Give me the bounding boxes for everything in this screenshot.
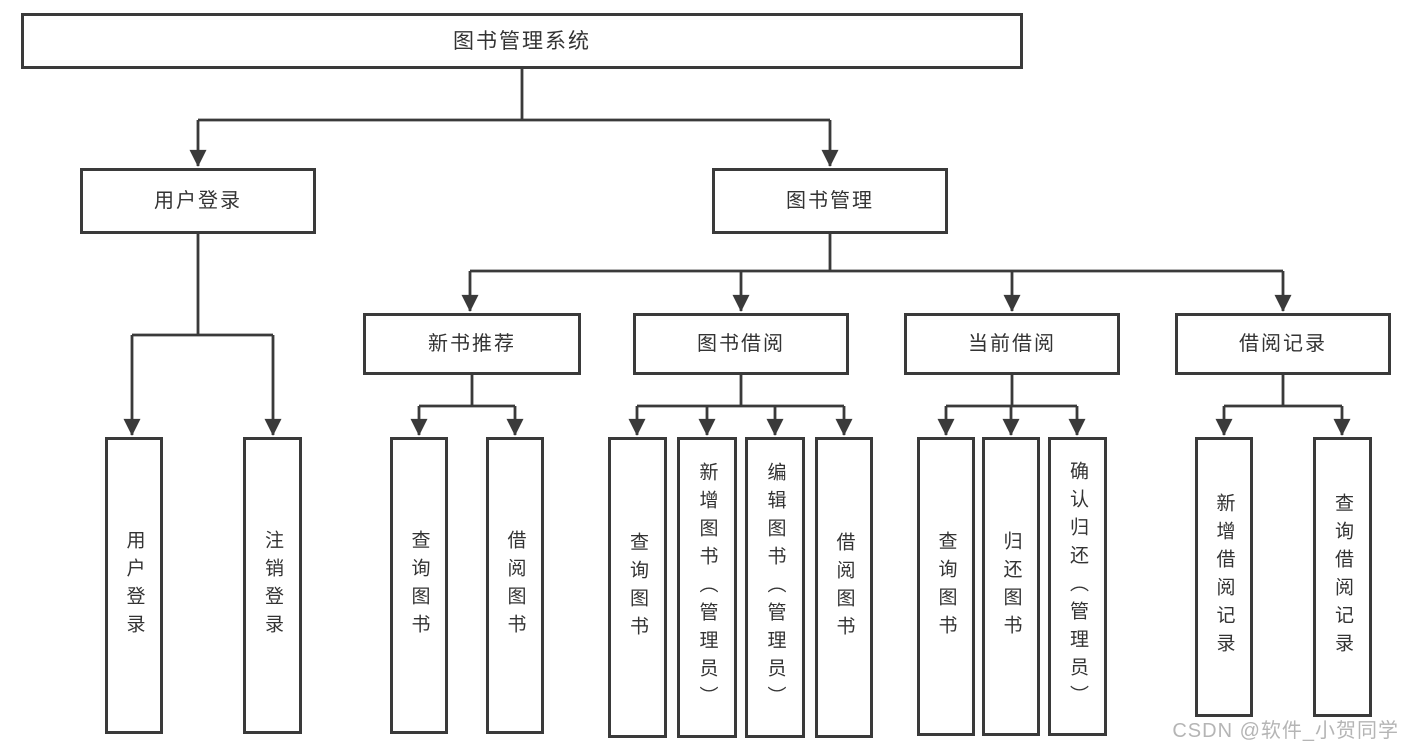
leaf-add-book-admin: 新增图书（管理员）: [677, 437, 737, 738]
leaf-user-login: 用户登录: [105, 437, 163, 734]
leaf-query-books-current: 查询图书: [917, 437, 975, 736]
leaf-confirm-return-admin: 确认归还（管理员）: [1048, 437, 1107, 736]
leaf-edit-book-admin: 编辑图书（管理员）: [745, 437, 805, 738]
node-root-system: 图书管理系统: [21, 13, 1023, 69]
node-borrow-records: 借阅记录: [1175, 313, 1391, 375]
leaf-borrow-books: 借阅图书: [815, 437, 873, 738]
leaf-query-books-recommend: 查询图书: [390, 437, 448, 734]
leaf-query-borrow-record: 查询借阅记录: [1313, 437, 1372, 717]
node-book-management: 图书管理: [712, 168, 948, 234]
leaf-query-books-borrow: 查询图书: [608, 437, 667, 738]
leaf-borrow-books-recommend: 借阅图书: [486, 437, 544, 734]
leaf-logout: 注销登录: [243, 437, 302, 734]
leaf-add-borrow-record: 新增借阅记录: [1195, 437, 1253, 717]
node-book-borrow: 图书借阅: [633, 313, 849, 375]
node-user-login: 用户登录: [80, 168, 316, 234]
node-new-book-recommend: 新书推荐: [363, 313, 581, 375]
leaf-return-book: 归还图书: [982, 437, 1040, 736]
node-current-borrow: 当前借阅: [904, 313, 1120, 375]
